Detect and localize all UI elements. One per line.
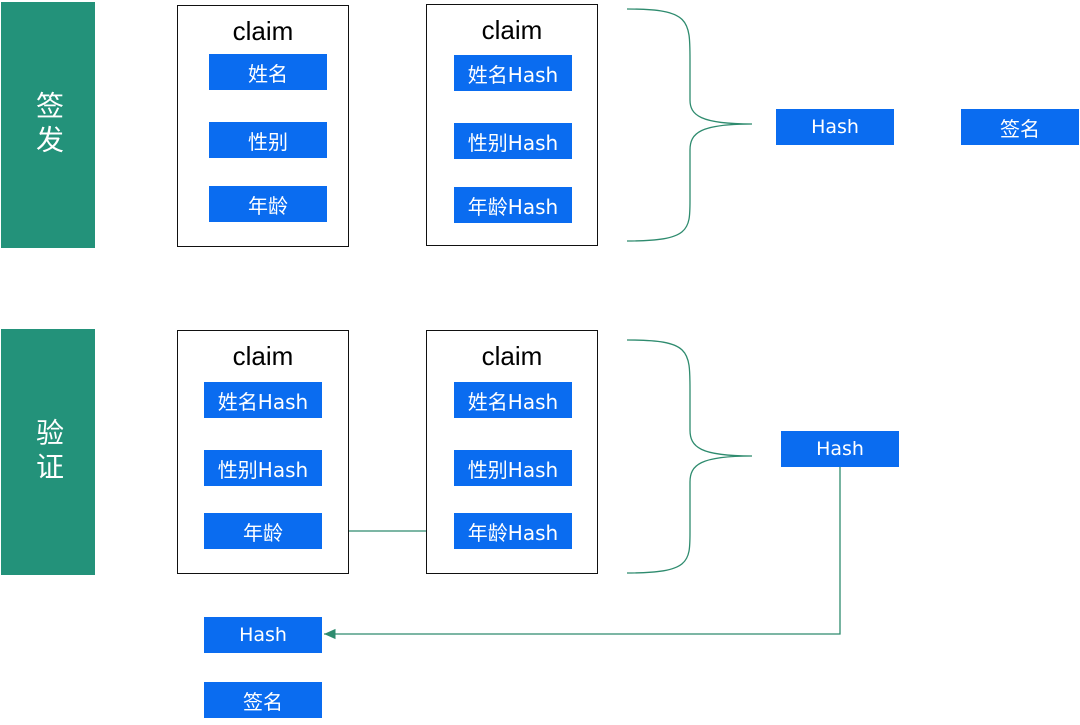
claim-title: claim <box>232 16 294 46</box>
verify-root-hash: Hash <box>781 431 899 467</box>
field-gender-hash: 性别Hash <box>454 123 572 159</box>
issue-signature: 签名 <box>961 109 1079 145</box>
hash-to-result-arrow <box>324 467 841 640</box>
issue-brace <box>626 8 753 242</box>
field-age: 年龄 <box>204 513 322 549</box>
claim-title: claim <box>481 341 543 371</box>
issue-root-hash: Hash <box>776 109 894 145</box>
claim-title: claim <box>232 341 294 371</box>
issue-claim-hashed: claim 姓名Hash 性别Hash 年龄Hash <box>426 4 598 246</box>
field-name-hash: 姓名Hash <box>204 382 322 418</box>
verify-result-hash: Hash <box>204 617 322 653</box>
claim-title: claim <box>481 15 543 45</box>
field-gender-hash: 性别Hash <box>454 450 572 486</box>
field-age-hash: 年龄Hash <box>454 187 572 223</box>
verify-claim-rehashed: claim 姓名Hash 性别Hash 年龄Hash <box>426 330 598 574</box>
field-name: 姓名 <box>209 54 327 90</box>
field-age-hash: 年龄Hash <box>454 513 572 549</box>
issue-claim-original: claim 姓名 性别 年龄 <box>177 5 349 247</box>
verify-signature: 签名 <box>204 682 322 718</box>
verify-label: 验证 <box>1 329 95 575</box>
field-name-hash: 姓名Hash <box>454 55 572 91</box>
field-name-hash: 姓名Hash <box>454 382 572 418</box>
verify-claim-received: claim 姓名Hash 性别Hash 年龄 <box>177 330 349 574</box>
verify-brace <box>626 339 753 574</box>
field-gender: 性别 <box>209 122 327 158</box>
field-gender-hash: 性别Hash <box>204 450 322 486</box>
issue-label: 签发 <box>1 2 95 248</box>
field-age: 年龄 <box>209 186 327 222</box>
